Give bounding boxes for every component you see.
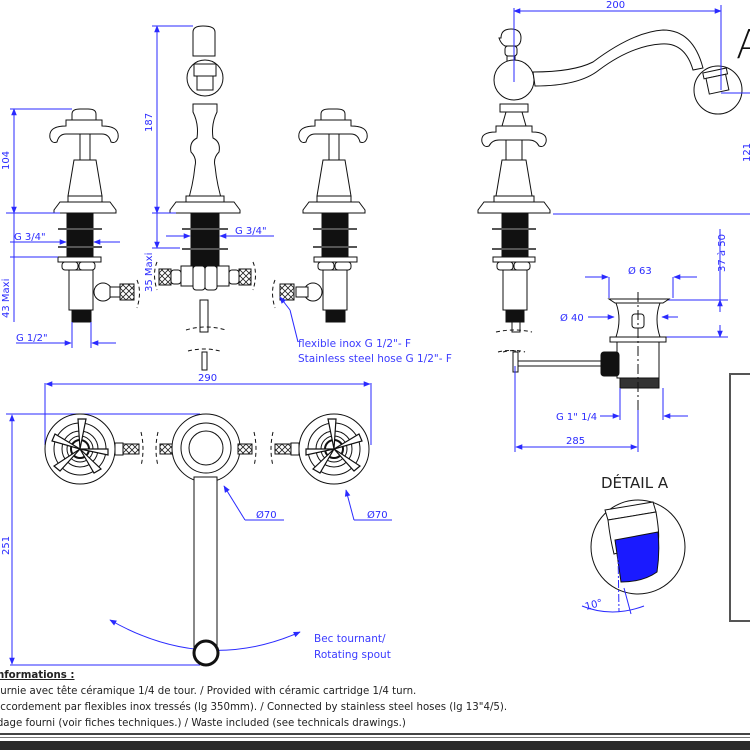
waste-dimensions — [514, 274, 697, 452]
note-line: accordement par flexibles inox tressés (… — [0, 702, 508, 713]
dim-waste-top-diameter: Ø 63 — [628, 265, 652, 277]
dim-left-max: 43 Maxi — [1, 279, 12, 318]
dim-waste-rod-length: 285 — [566, 436, 585, 447]
right-valve-elevation — [272, 108, 368, 323]
dim-spout-base-diameter: Ø70 — [256, 509, 277, 521]
waste-assembly — [502, 292, 671, 410]
dim-handle-base-diameter: Ø70 — [367, 509, 388, 521]
dim-overall-depth: 251 — [1, 536, 12, 555]
dim-spout-reach: 200 — [606, 0, 625, 11]
left-dimensions — [6, 25, 274, 348]
title-block-frame — [729, 373, 750, 622]
center-spout-elevation — [154, 25, 256, 371]
dim-waste-inner-diameter: Ø 40 — [560, 312, 584, 324]
corner-letter: A — [736, 22, 750, 68]
detail-a — [581, 499, 686, 615]
dim-spout-height: 187 — [144, 113, 155, 132]
left-valve-elevation — [49, 108, 140, 323]
plan-view — [44, 413, 370, 667]
dim-center-thread: G 3/4" — [235, 226, 267, 237]
dim-waste-range: 37 à 50 — [716, 234, 728, 272]
dim-overall-width: 290 — [198, 373, 217, 384]
dim-outlet-thread: G 1/2" — [16, 333, 48, 344]
side-dimensions — [513, 5, 750, 338]
dim-detail-angle: 10° — [584, 598, 604, 613]
dim-center-max: 35 Maxi — [144, 253, 155, 292]
side-elevation — [477, 28, 743, 353]
detail-title: DÉTAIL A — [601, 473, 669, 492]
notes-heading: nformations : — [0, 670, 75, 681]
hose-label-fr: flexible inox G 1/2"- F — [298, 338, 411, 350]
divider — [0, 733, 750, 735]
divider — [0, 737, 750, 738]
dim-handle-height: 104 — [1, 151, 12, 170]
notes-section: nformations : ournie avec tête céramique… — [0, 668, 750, 732]
dim-left-thread: G 3/4" — [14, 232, 46, 243]
rotating-label-en: Rotating spout — [314, 649, 391, 661]
note-line: ournie avec tête céramique 1/4 de tour. … — [0, 686, 417, 697]
left-dimension-texts: 104 G 3/4" 43 Maxi G 1/2" 187 G 3/4" 35 … — [1, 113, 267, 344]
footer-bar — [0, 741, 750, 750]
dim-spout-right-height: 121 — [742, 143, 750, 162]
hose-label-en: Stainless steel hose G 1/2"- F — [298, 353, 452, 365]
dim-waste-thread: G 1" 1/4 — [556, 412, 597, 423]
note-line: idage fourni (voir fiches techniques.) /… — [0, 718, 406, 729]
hose-callout: flexible inox G 1/2"- F Stainless steel … — [279, 296, 452, 365]
rotating-label-fr: Bec tournant/ — [314, 633, 386, 645]
